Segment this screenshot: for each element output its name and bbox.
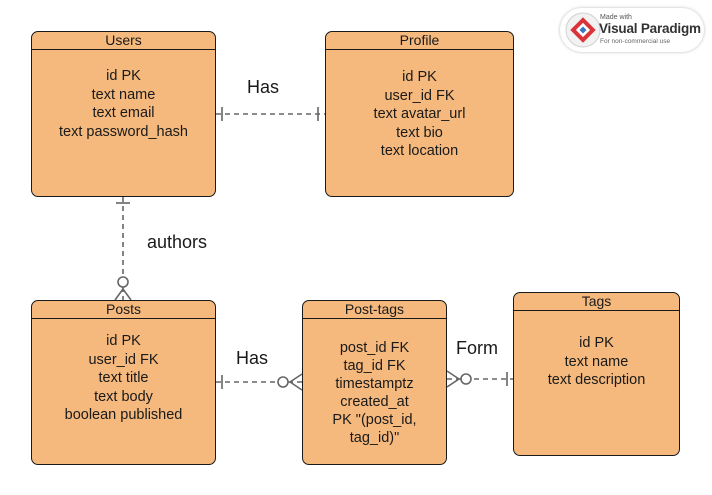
entity-post-tags-fields: post_id FK tag_id FK timestamptz created… — [303, 319, 446, 447]
entity-post-tags-title: Post-tags — [303, 301, 446, 319]
relationship-label-users-posts[interactable]: authors — [147, 232, 208, 252]
visual-paradigm-logo-icon — [565, 12, 601, 48]
field: text location — [380, 143, 459, 159]
entity-posts-title: Posts — [32, 301, 215, 319]
field: post_id FK — [339, 340, 410, 356]
entity-profile[interactable]: Profile id PK user_id FK text avatar_url… — [325, 31, 514, 197]
entity-profile-title: Profile — [326, 32, 513, 50]
entity-users-fields: id PK text name text email text password… — [32, 50, 215, 141]
users-posts-zero-circle — [117, 276, 129, 288]
entity-post-tags[interactable]: Post-tags post_id FK tag_id FK timestamp… — [302, 300, 447, 465]
field: PK "(post_id, — [332, 412, 417, 428]
field: boolean published — [64, 407, 183, 423]
watermark-made-with: Made with — [600, 14, 632, 21]
field: text bio — [396, 124, 443, 141]
field: tag_id FK — [343, 358, 406, 374]
relationship-label-posts-posttags[interactable]: Has — [236, 348, 269, 368]
posttags-tags-zero-circle — [460, 373, 472, 385]
field: id PK — [402, 69, 437, 85]
posts-posttags-crowfoot-bottom — [289, 381, 303, 391]
posts-posttags-zero-circle — [277, 376, 289, 388]
users-posts-crowfoot-right — [122, 288, 132, 301]
field: timestamptz — [335, 376, 414, 392]
field: id PK — [106, 333, 141, 349]
field: tag_id)" — [349, 430, 400, 446]
field: text password_hash — [59, 123, 188, 140]
field: id PK — [106, 68, 141, 84]
entity-posts-fields: id PK user_id FK text title text body bo… — [32, 319, 215, 425]
field: created_at — [340, 394, 409, 410]
entity-tags[interactable]: Tags id PK text name text description — [513, 292, 680, 456]
field: text body — [94, 388, 153, 405]
entity-tags-fields: id PK text name text description — [514, 311, 679, 390]
posttags-tags-crowfoot-bottom — [446, 378, 460, 388]
posttags-tags-crowfoot-top — [446, 370, 460, 380]
field: text name — [91, 86, 156, 103]
users-posts-crowfoot-left — [114, 288, 124, 301]
field: text email — [92, 105, 155, 121]
field: user_id FK — [88, 351, 159, 368]
field: id PK — [579, 335, 614, 351]
entity-users[interactable]: Users id PK text name text email text pa… — [31, 31, 216, 197]
field: text name — [564, 353, 629, 370]
relationship-label-posttags-tags[interactable]: Form — [456, 338, 498, 358]
field: text avatar_url — [373, 106, 466, 122]
field: text title — [98, 370, 149, 386]
entity-tags-title: Tags — [514, 293, 679, 311]
relationship-label-users-profile[interactable]: Has — [247, 77, 280, 97]
entity-posts[interactable]: Posts id PK user_id FK text title text b… — [31, 300, 216, 465]
entity-users-title: Users — [32, 32, 215, 50]
field: user_id FK — [384, 87, 455, 104]
entity-profile-fields: id PK user_id FK text avatar_url text bi… — [326, 50, 513, 161]
posts-posttags-crowfoot-top — [289, 373, 303, 383]
field: text description — [547, 372, 646, 388]
visual-paradigm-watermark[interactable]: Made with Visual Paradigm For non-commer… — [560, 8, 704, 52]
watermark-note: For non-commercial use — [600, 38, 671, 45]
watermark-brand: Visual Paradigm — [599, 21, 701, 36]
